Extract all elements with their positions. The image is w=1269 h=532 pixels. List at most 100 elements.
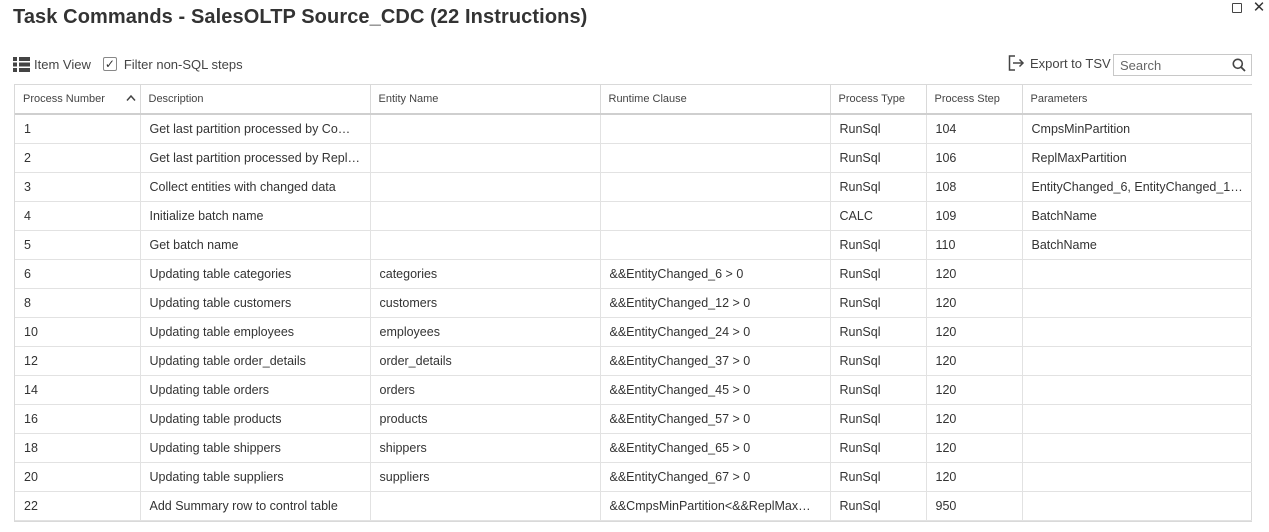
process-step-cell[interactable]: 120: [926, 433, 1023, 463]
runtime-clause-cell[interactable]: [600, 172, 831, 202]
export-to-tsv-button[interactable]: Export to TSV: [1008, 54, 1111, 72]
entity-name-cell[interactable]: [370, 201, 601, 231]
description-cell[interactable]: Initialize batch name: [140, 201, 371, 231]
entity-name-cell[interactable]: suppliers: [370, 462, 601, 492]
parameters-cell[interactable]: [1022, 259, 1252, 289]
entity-name-cell[interactable]: [370, 491, 601, 521]
description-cell[interactable]: Updating table customers: [140, 288, 371, 318]
entity-name-cell[interactable]: [370, 143, 601, 173]
process-type-cell[interactable]: RunSql: [830, 462, 927, 492]
parameters-cell[interactable]: ReplMaxPartition: [1022, 143, 1252, 173]
runtime-clause-cell[interactable]: &&EntityChanged_12 > 0: [600, 288, 831, 318]
process-type-cell[interactable]: RunSql: [830, 259, 927, 289]
process-step-cell[interactable]: 120: [926, 288, 1023, 318]
description-cell[interactable]: Updating table employees: [140, 317, 371, 347]
column-header-process-number[interactable]: Process Number: [15, 85, 141, 115]
process-type-cell[interactable]: RunSql: [830, 288, 927, 318]
runtime-clause-cell[interactable]: [600, 230, 831, 260]
process-type-cell[interactable]: RunSql: [830, 114, 927, 144]
runtime-clause-cell[interactable]: &&EntityChanged_67 > 0: [600, 462, 831, 492]
parameters-cell[interactable]: [1022, 317, 1252, 347]
maximize-button[interactable]: [1231, 2, 1243, 14]
entity-name-cell[interactable]: shippers: [370, 433, 601, 463]
checkbox-box[interactable]: ✓: [102, 57, 117, 71]
process-step-cell[interactable]: 104: [926, 114, 1023, 144]
runtime-clause-cell[interactable]: [600, 143, 831, 173]
runtime-clause-cell[interactable]: &&CmpsMinPartition<&&ReplMax…: [600, 491, 831, 521]
runtime-clause-cell[interactable]: &&EntityChanged_45 > 0: [600, 375, 831, 405]
parameters-cell[interactable]: [1022, 462, 1252, 492]
process-type-cell[interactable]: RunSql: [830, 346, 927, 376]
process-type-cell[interactable]: RunSql: [830, 230, 927, 260]
description-cell[interactable]: Updating table suppliers: [140, 462, 371, 492]
process-step-cell[interactable]: 120: [926, 375, 1023, 405]
entity-name-cell[interactable]: products: [370, 404, 601, 434]
entity-name-cell[interactable]: customers: [370, 288, 601, 318]
process-number-cell[interactable]: 3: [15, 172, 141, 202]
entity-name-cell[interactable]: categories: [370, 259, 601, 289]
process-step-cell[interactable]: 108: [926, 172, 1023, 202]
process-number-cell[interactable]: 8: [15, 288, 141, 318]
process-number-cell[interactable]: 16: [15, 404, 141, 434]
search-input[interactable]: [1114, 57, 1230, 73]
description-cell[interactable]: Updating table shippers: [140, 433, 371, 463]
column-header-runtime-clause[interactable]: Runtime Clause: [600, 85, 831, 115]
process-number-cell[interactable]: 2: [15, 143, 141, 173]
parameters-cell[interactable]: [1022, 404, 1252, 434]
process-type-cell[interactable]: RunSql: [830, 317, 927, 347]
column-header-description[interactable]: Description: [140, 85, 371, 115]
runtime-clause-cell[interactable]: &&EntityChanged_6 > 0: [600, 259, 831, 289]
process-type-cell[interactable]: RunSql: [830, 491, 927, 521]
process-number-cell[interactable]: 14: [15, 375, 141, 405]
process-type-cell[interactable]: RunSql: [830, 172, 927, 202]
filter-non-sql-checkbox[interactable]: ✓ Filter non-SQL steps: [102, 57, 243, 72]
process-number-cell[interactable]: 1: [15, 114, 141, 144]
runtime-clause-cell[interactable]: &&EntityChanged_24 > 0: [600, 317, 831, 347]
parameters-cell[interactable]: [1022, 491, 1252, 521]
process-number-cell[interactable]: 6: [15, 259, 141, 289]
runtime-clause-cell[interactable]: &&EntityChanged_37 > 0: [600, 346, 831, 376]
process-type-cell[interactable]: RunSql: [830, 143, 927, 173]
process-number-cell[interactable]: 4: [15, 201, 141, 231]
process-step-cell[interactable]: 120: [926, 404, 1023, 434]
process-number-cell[interactable]: 5: [15, 230, 141, 260]
process-type-cell[interactable]: RunSql: [830, 404, 927, 434]
process-step-cell[interactable]: 120: [926, 462, 1023, 492]
parameters-cell[interactable]: [1022, 375, 1252, 405]
process-number-cell[interactable]: 10: [15, 317, 141, 347]
process-step-cell[interactable]: 120: [926, 259, 1023, 289]
parameters-cell[interactable]: BatchName: [1022, 230, 1252, 260]
entity-name-cell[interactable]: orders: [370, 375, 601, 405]
process-number-cell[interactable]: 18: [15, 433, 141, 463]
entity-name-cell[interactable]: employees: [370, 317, 601, 347]
entity-name-cell[interactable]: [370, 172, 601, 202]
description-cell[interactable]: Updating table categories: [140, 259, 371, 289]
process-type-cell[interactable]: CALC: [830, 201, 927, 231]
description-cell[interactable]: Get last partition processed by Com…: [140, 114, 371, 144]
entity-name-cell[interactable]: [370, 114, 601, 144]
process-number-cell[interactable]: 20: [15, 462, 141, 492]
process-number-cell[interactable]: 22: [15, 491, 141, 521]
parameters-cell[interactable]: EntityChanged_6, EntityChanged_12…: [1022, 172, 1252, 202]
item-view-button[interactable]: Item View: [13, 56, 91, 72]
entity-name-cell[interactable]: [370, 230, 601, 260]
runtime-clause-cell[interactable]: &&EntityChanged_57 > 0: [600, 404, 831, 434]
runtime-clause-cell[interactable]: [600, 114, 831, 144]
process-step-cell[interactable]: 120: [926, 346, 1023, 376]
process-number-cell[interactable]: 12: [15, 346, 141, 376]
close-button[interactable]: ✕: [1253, 0, 1266, 15]
parameters-cell[interactable]: [1022, 288, 1252, 318]
runtime-clause-cell[interactable]: [600, 201, 831, 231]
parameters-cell[interactable]: [1022, 433, 1252, 463]
column-header-entity-name[interactable]: Entity Name: [370, 85, 601, 115]
description-cell[interactable]: Add Summary row to control table: [140, 491, 371, 521]
parameters-cell[interactable]: CmpsMinPartition: [1022, 114, 1252, 144]
search-icon[interactable]: [1232, 58, 1246, 72]
